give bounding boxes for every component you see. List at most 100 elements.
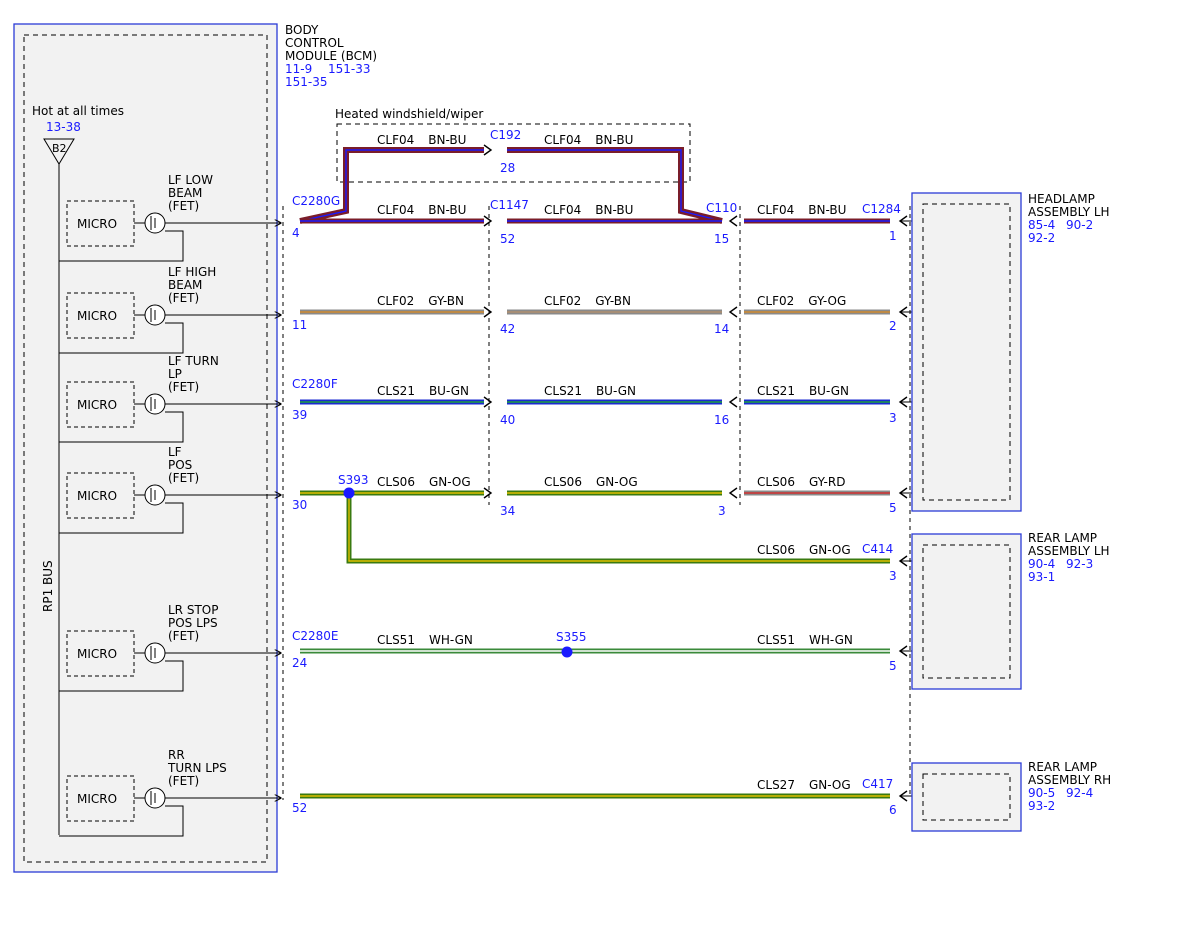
- pin-c414: 3: [889, 569, 897, 583]
- pin-rr-bcm: 52: [292, 801, 307, 815]
- fet-gate-mark: [150, 488, 156, 502]
- connector-arrow: [898, 555, 908, 567]
- connector-labels: C2280G C2280F C2280E C192 C1147 C110 C12…: [292, 128, 901, 791]
- pin-r2-a: 11: [292, 318, 307, 332]
- wires: [299, 144, 923, 802]
- pin-r1-d: 1: [889, 229, 897, 243]
- connector-c1284: C1284: [862, 202, 901, 216]
- rear-rh-title-2: ASSEMBLY RH: [1028, 773, 1111, 787]
- channel-label-line: (FET): [168, 380, 199, 394]
- connector-arrow: [728, 396, 738, 408]
- bcm-ref-3: 151-35: [285, 75, 328, 89]
- wire-rear-lh-stripe: [348, 493, 890, 562]
- pin-r4-d: 5: [889, 501, 897, 515]
- heated-windshield-box: [336, 123, 691, 183]
- bus-tap: [59, 411, 184, 443]
- pin-r4-a: 30: [292, 498, 307, 512]
- rear-lh-title-2: ASSEMBLY LH: [1028, 544, 1110, 558]
- rear-lh-ref-3: 93-1: [1028, 570, 1055, 584]
- fuse-label: B2: [52, 142, 67, 155]
- connector-c1147: C1147: [490, 198, 529, 212]
- wire-r1-loop-b-stripe: [507, 149, 723, 222]
- fet-gate-mark: [150, 397, 156, 411]
- channel-label-line: BEAM: [168, 278, 202, 292]
- rear-rh-ref-2: 92-4: [1066, 786, 1093, 800]
- bcm-title-line-2: CONTROL: [285, 36, 344, 50]
- splice-s355: [561, 646, 573, 658]
- headlamp-ref-1: 85-4: [1028, 218, 1055, 232]
- channel-label-line: BEAM: [168, 186, 202, 200]
- connector-c417: C417: [862, 777, 893, 791]
- headlamp-ref-2: 90-2: [1066, 218, 1093, 232]
- pin-c192: 28: [500, 161, 515, 175]
- splices: S393 S355: [338, 473, 587, 658]
- pin-numbers: 4 52 15 1 28 11 42 14 2 39 40 16 3 30 34…: [292, 161, 897, 817]
- pin-r2-b: 42: [500, 322, 515, 336]
- bcm-title-line-1: BODY: [285, 23, 319, 37]
- bcm-module: [13, 23, 278, 873]
- wire-r1-loop: [299, 147, 484, 224]
- connector-arrow: [898, 487, 908, 499]
- channel-label-line: TURN LPS: [167, 761, 227, 775]
- rear-rh-ref-3: 93-2: [1028, 799, 1055, 813]
- channel-label-line: POS: [168, 458, 192, 472]
- micro-label: MICRO: [77, 489, 117, 503]
- fet-gate-mark: [150, 791, 156, 805]
- channel-label-line: (FET): [168, 471, 199, 485]
- headlamp-assembly-lh: HEADLAMP ASSEMBLY LH 85-4 90-2 92-2: [911, 192, 1110, 512]
- pin-c2280e: 24: [292, 656, 307, 670]
- pin-c417: 6: [889, 803, 897, 817]
- bus-tap: [59, 322, 184, 354]
- wire-r1-loop-b: [507, 147, 723, 224]
- channel-label-line: LP: [168, 367, 182, 381]
- bcm-ref-2: 151-33: [328, 62, 371, 76]
- heated-windshield-label: Heated windshield/wiper: [335, 107, 483, 121]
- pin-r4-b: 34: [500, 504, 515, 518]
- rear-lh-ref-1: 90-4: [1028, 557, 1055, 571]
- connector-c414: C414: [862, 542, 893, 556]
- connector-arrow: [728, 306, 738, 318]
- channel-label-line: (FET): [168, 629, 199, 643]
- channel-label-line: LF LOW: [168, 173, 213, 187]
- channel-label-line: LR STOP: [168, 603, 218, 617]
- micro-label: MICRO: [77, 647, 117, 661]
- channel-label-line: LF: [168, 445, 182, 459]
- connector-arrow: [483, 487, 493, 499]
- headlamp-title-2: ASSEMBLY LH: [1028, 205, 1110, 219]
- pin-r4-c: 3: [718, 504, 726, 518]
- fuse-b2: B2: [43, 138, 75, 165]
- connector-c2280g: C2280G: [292, 194, 340, 208]
- connector-c110: C110: [706, 201, 737, 215]
- pin-r3-b: 40: [500, 413, 515, 427]
- connector-arrow: [483, 144, 493, 156]
- rear-rh-title-1: REAR LAMP: [1028, 760, 1097, 774]
- connector-arrow: [898, 306, 908, 318]
- fet-gate-mark: [150, 216, 156, 230]
- pin-c414b: 5: [889, 659, 897, 673]
- connector-arrow: [728, 215, 738, 227]
- bus-tap: [59, 805, 184, 837]
- connector-arrow: [483, 215, 493, 227]
- fet-gate-mark: [150, 646, 156, 660]
- bcm-title-line-3: MODULE (BCM): [285, 49, 377, 63]
- channel-label-line: (FET): [168, 199, 199, 213]
- channel-label-line: (FET): [168, 291, 199, 305]
- bus-tap: [59, 230, 184, 262]
- headlamp-title-1: HEADLAMP: [1028, 192, 1095, 206]
